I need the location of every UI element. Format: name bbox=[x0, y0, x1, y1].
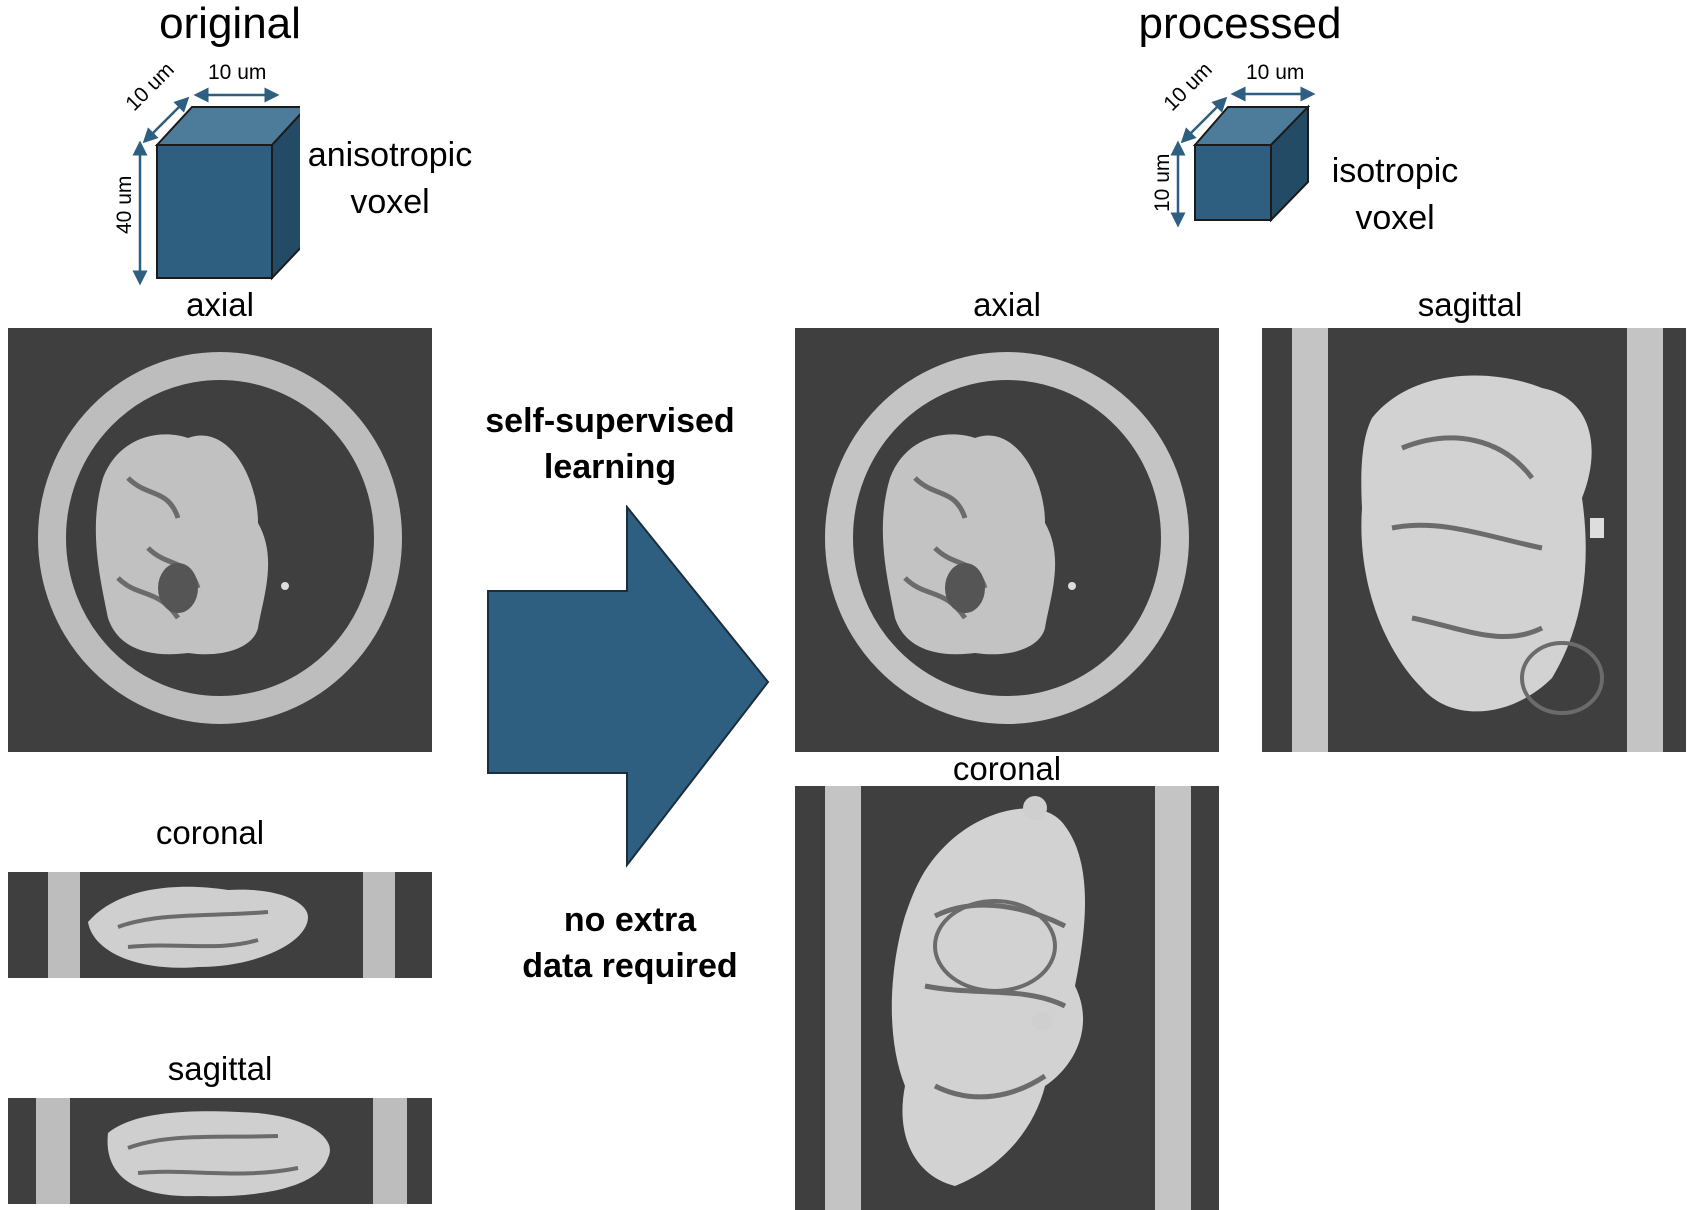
method-line-4: data required bbox=[522, 946, 738, 985]
processed-coronal-scan bbox=[795, 786, 1219, 1210]
isotropic-voxel-cube-icon bbox=[1170, 86, 1316, 228]
original-coronal-label: coronal bbox=[155, 814, 265, 851]
processed-sagittal-scan bbox=[1262, 328, 1686, 752]
method-line-3: no extra bbox=[563, 901, 697, 939]
processed-voxel-height-label: 10 um bbox=[1151, 153, 1174, 212]
processed-heading: processed bbox=[1138, 0, 1342, 48]
anisotropic-voxel-caption: anisotropic voxel bbox=[290, 132, 490, 226]
isotropic-voxel-caption: isotropic voxel bbox=[1300, 148, 1490, 242]
original-coronal-scan bbox=[8, 872, 432, 978]
original-axial-scan bbox=[8, 328, 432, 752]
method-line-1: self-supervised bbox=[485, 402, 735, 440]
processed-sagittal-label: sagittal bbox=[1417, 286, 1523, 323]
method-line-2: learning bbox=[543, 447, 677, 486]
original-axial-label: axial bbox=[186, 286, 254, 323]
method-label-bottom: no extra data required bbox=[480, 898, 780, 990]
caption-line-2: voxel bbox=[350, 182, 430, 221]
original-voxel-width-label: 10 um bbox=[208, 61, 267, 84]
processed-coronal-label: coronal bbox=[952, 750, 1062, 787]
caption-line-2: voxel bbox=[1355, 198, 1435, 237]
method-label-top: self-supervised learning bbox=[460, 399, 760, 491]
original-heading: original bbox=[159, 0, 301, 48]
original-sagittal-label: sagittal bbox=[167, 1050, 273, 1087]
anisotropic-voxel-cube-icon bbox=[132, 87, 300, 286]
processed-axial-scan bbox=[795, 328, 1219, 752]
caption-line-1: isotropic bbox=[1331, 152, 1459, 190]
processed-axial-label: axial bbox=[973, 286, 1041, 323]
caption-line-1: anisotropic bbox=[307, 136, 473, 174]
original-voxel-height-label: 40 um bbox=[113, 175, 136, 234]
original-sagittal-scan bbox=[8, 1098, 432, 1204]
right-arrow-icon bbox=[487, 505, 770, 868]
processed-voxel-width-label: 10 um bbox=[1246, 61, 1305, 84]
